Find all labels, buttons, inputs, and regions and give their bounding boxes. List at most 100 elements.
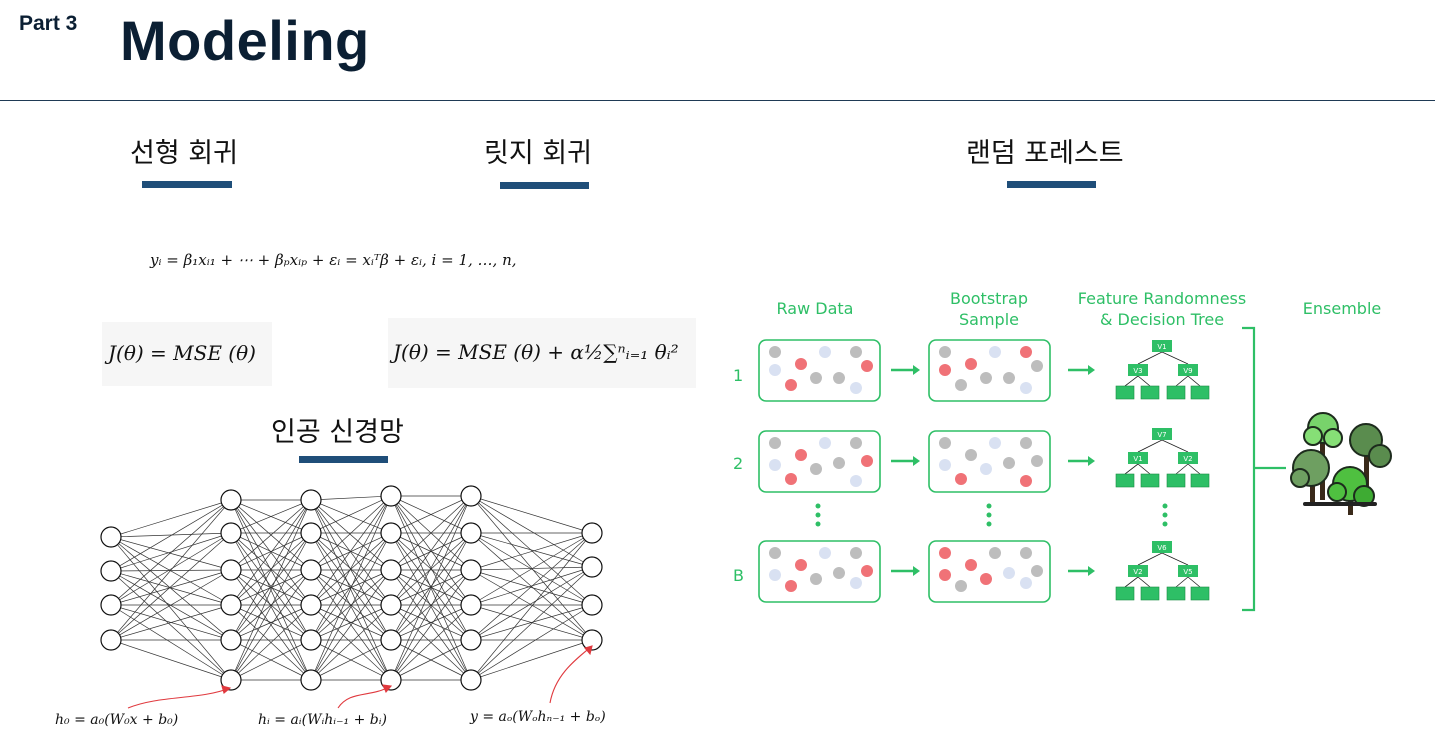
ridge-formula: J(θ) = MSE (θ) + α½∑ⁿᵢ₌₁ θᵢ²: [393, 340, 679, 364]
nn-neuron: [380, 485, 402, 507]
rf-data-point: [939, 547, 951, 559]
nn-edge: [310, 569, 392, 681]
rf-tree-leaf: [1115, 586, 1135, 601]
nn-edge: [230, 569, 312, 606]
rf-tree-root-label: V7: [1157, 431, 1166, 439]
rf-data-point: [1003, 457, 1015, 469]
rf-data-point: [850, 382, 862, 394]
nn-edge: [310, 495, 392, 606]
rf-tree-edge: [1137, 351, 1163, 365]
rf-data-point: [861, 455, 873, 467]
rf-data-point: [795, 449, 807, 461]
rf-data-point: [1031, 565, 1043, 577]
rf-data-point: [939, 364, 951, 376]
rf-row-label-b: B: [733, 566, 744, 585]
section-linear-regression: 선형 회귀: [130, 138, 238, 169]
rf-data-point: [939, 459, 951, 471]
nn-edge: [470, 639, 593, 681]
nn-neuron: [380, 594, 402, 616]
nn-edge: [470, 604, 593, 641]
nn-edge: [470, 569, 593, 606]
nn-edge: [390, 532, 472, 641]
rf-tree-leaf: [1190, 586, 1210, 601]
nn-edge: [310, 604, 392, 681]
nn-neuron: [460, 629, 482, 651]
rf-tree-leaf: [1115, 385, 1135, 400]
rf-tree-edge: [1137, 375, 1151, 387]
nn-edge: [110, 570, 232, 606]
nn-edge: [230, 532, 312, 681]
rf-tree-root: [1152, 428, 1172, 440]
nn-edge: [110, 639, 232, 681]
nn-edge: [390, 495, 472, 571]
rf-tree-right: [1178, 452, 1198, 464]
rf-arrow-head: [913, 456, 920, 466]
rf-row-label-2: 2: [733, 454, 744, 473]
nn-edge: [470, 566, 593, 571]
rf-data-point: [1020, 475, 1032, 487]
nn-neuron: [100, 526, 122, 548]
nn-neuron: [100, 560, 122, 582]
section-underline-linear: [142, 181, 232, 188]
rf-tree-left-label: V2: [1133, 568, 1142, 576]
nn-edge: [310, 532, 392, 681]
nn-edge: [230, 532, 312, 606]
nn-edge: [470, 495, 593, 641]
nn-edge: [110, 536, 232, 606]
rf-data-point: [980, 463, 992, 475]
nn-edge: [470, 566, 593, 681]
rf-data-point: [833, 567, 845, 579]
rf-data-point: [769, 346, 781, 358]
nn-neuron: [220, 522, 242, 544]
rf-data-point: [939, 437, 951, 449]
nn-edge: [110, 499, 232, 572]
nn-edge: [310, 499, 392, 606]
rf-data-point: [1031, 455, 1043, 467]
rf-data-point: [850, 346, 862, 358]
nn-equation-output: y = aₒ(Wₒhₙ₋₁ + bₒ): [470, 709, 606, 725]
rf-data-point: [980, 573, 992, 585]
rf-data-point: [1003, 567, 1015, 579]
nn-edge: [470, 604, 593, 681]
nn-neuron: [460, 669, 482, 691]
nn-edge: [110, 569, 232, 606]
nn-edge: [470, 532, 593, 571]
rf-data-point: [833, 457, 845, 469]
rf-tree-edge: [1161, 552, 1189, 566]
section-ridge-regression: 릿지 회귀: [484, 138, 592, 169]
rf-tree-edge: [1187, 463, 1201, 475]
nn-neuron: [220, 629, 242, 651]
rf-tree-edge: [1187, 375, 1201, 387]
nn-edge: [230, 604, 312, 641]
rf-data-point: [833, 372, 845, 384]
nn-edge: [310, 499, 392, 681]
nn-edge: [470, 495, 593, 534]
rf-tree-edge: [1137, 463, 1151, 475]
rf-data-point: [850, 437, 862, 449]
rf-tree-right-label: V9: [1183, 367, 1192, 375]
rf-data-point: [785, 473, 797, 485]
rf-data-point: [850, 547, 862, 559]
nn-edge: [110, 536, 232, 681]
rf-data-point: [819, 437, 831, 449]
rf-data-point: [861, 360, 873, 372]
rf-tree-root: [1152, 541, 1172, 553]
section-underline-ridge: [500, 182, 589, 189]
nn-edge: [390, 604, 472, 681]
rf-tree-edge: [1137, 552, 1163, 566]
nn-neuron: [460, 485, 482, 507]
nn-edge: [110, 570, 232, 641]
nn-equation-hi: hᵢ = aᵢ(Wᵢhᵢ₋₁ + bᵢ): [258, 712, 388, 728]
nn-edge: [310, 495, 392, 641]
nn-edge: [390, 495, 472, 606]
nn-neuron: [300, 629, 322, 651]
nn-neuron: [460, 559, 482, 581]
nn-pointer-arrows: [127, 645, 593, 709]
rf-header-bootstrap: Bootstrap Sample: [950, 289, 1028, 329]
nn-edge: [390, 495, 472, 534]
ridge-formula-box: [388, 318, 696, 388]
nn-edge: [310, 495, 392, 571]
rf-tree-left: [1128, 364, 1148, 376]
